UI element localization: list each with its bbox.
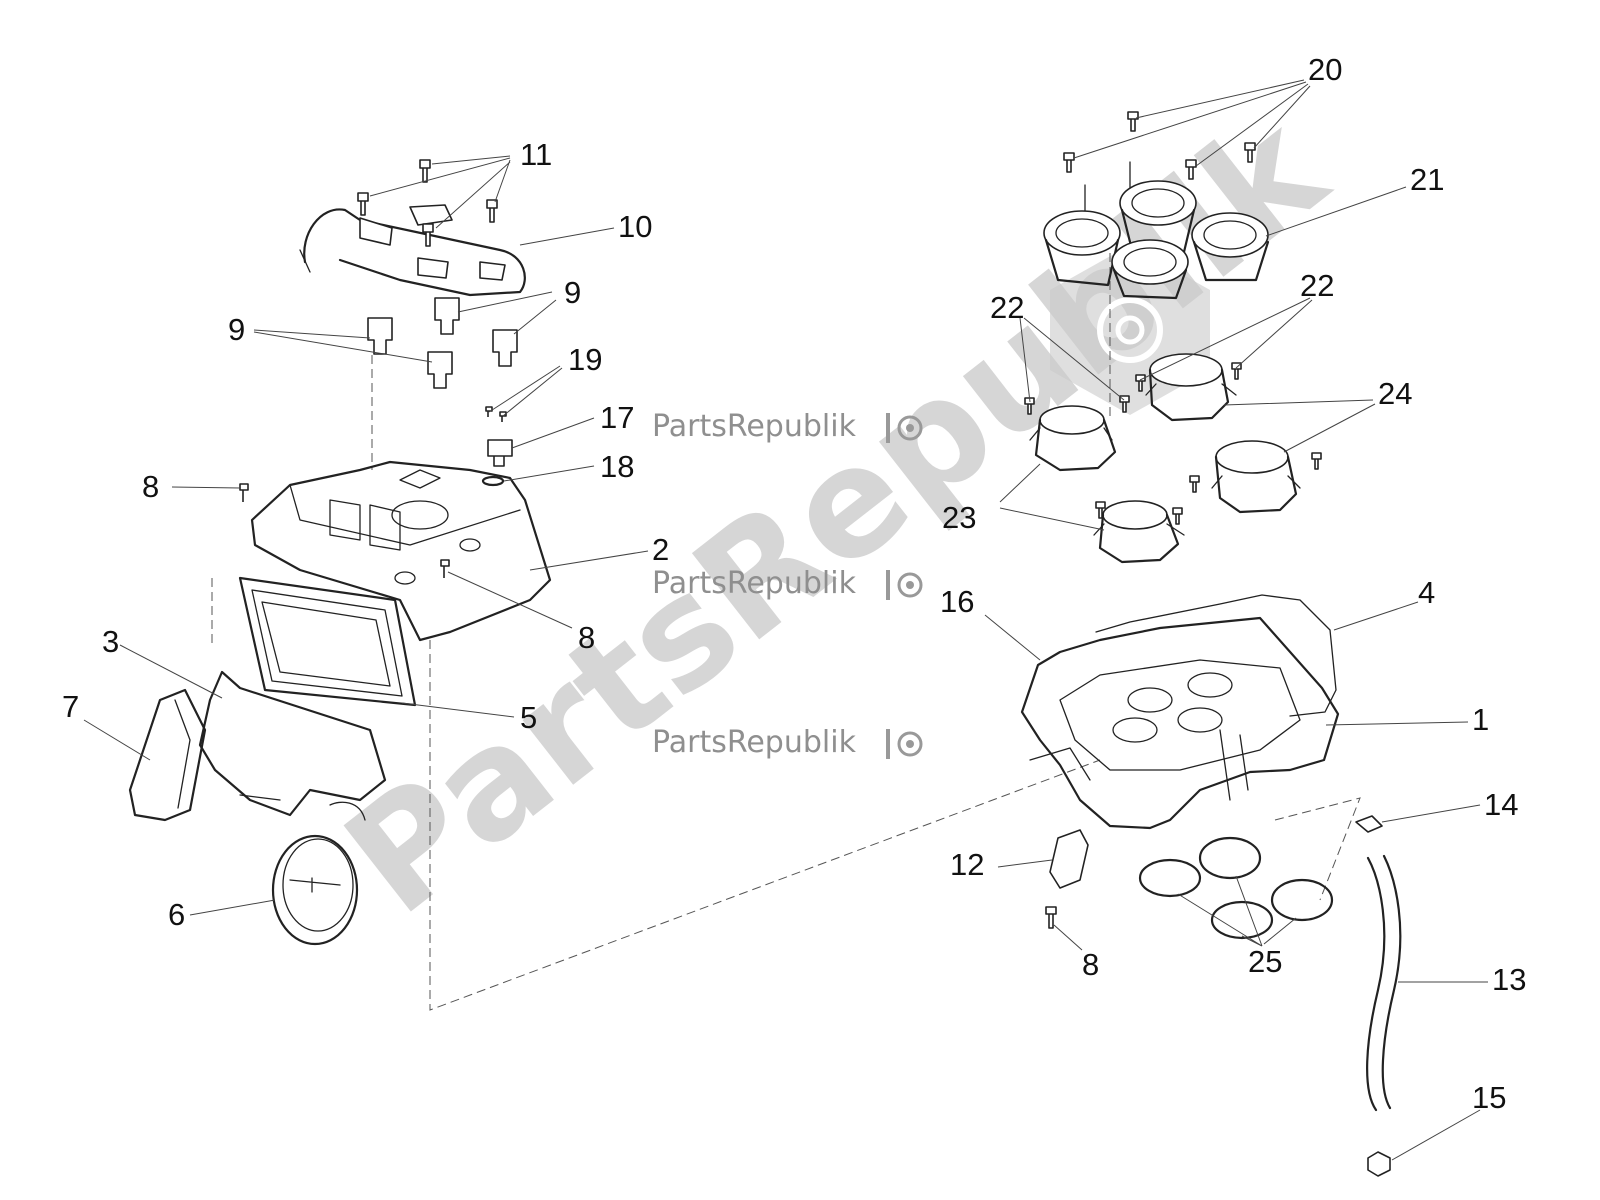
callout-20: 20 bbox=[1308, 52, 1342, 87]
assembly-dashed-lines bbox=[211, 225, 1361, 1011]
callout-18: 18 bbox=[600, 449, 634, 484]
callout-6: 6 bbox=[168, 897, 185, 932]
callout-2: 2 bbox=[652, 532, 669, 567]
lower-airbox bbox=[1020, 594, 1340, 830]
callout-17: 17 bbox=[600, 400, 634, 435]
intake-funnel-23-lower bbox=[1093, 500, 1185, 564]
callout-23: 23 bbox=[942, 500, 976, 535]
velocity-stack-plate bbox=[1043, 161, 1270, 300]
callout-12: 12 bbox=[950, 847, 984, 882]
callout-25: 25 bbox=[1248, 944, 1282, 979]
airbox-cover bbox=[250, 460, 552, 642]
callout-8-right: 8 bbox=[1082, 947, 1099, 982]
callout-21: 21 bbox=[1410, 162, 1444, 197]
callout-13: 13 bbox=[1492, 962, 1526, 997]
callout-15: 15 bbox=[1472, 1080, 1506, 1115]
watermark-flag-icon bbox=[886, 413, 923, 443]
intake-funnel-24-lower bbox=[1211, 440, 1301, 514]
callout-16: 16 bbox=[940, 584, 974, 619]
watermark-flag-icon bbox=[886, 570, 923, 600]
callout-9-left: 9 bbox=[228, 312, 245, 347]
intake-duct bbox=[198, 670, 387, 821]
screws-20 bbox=[1063, 111, 1256, 180]
intake-funnel-24-upper bbox=[1145, 353, 1237, 422]
watermark-flag-icon bbox=[886, 729, 923, 759]
callout-4: 4 bbox=[1418, 575, 1435, 610]
watermark-label: PartsRepublik bbox=[652, 725, 857, 760]
injectors-9 bbox=[367, 297, 518, 389]
intake-funnel-23-upper bbox=[1029, 405, 1117, 472]
watermark-row-2: PartsRepublik bbox=[652, 566, 923, 601]
callout-3: 3 bbox=[102, 624, 119, 659]
o-rings-25 bbox=[1138, 836, 1334, 940]
callout-22-left: 22 bbox=[990, 290, 1024, 325]
callout-labels: 11 10 9 9 19 17 18 8 2 8 3 5 7 6 20 21 2… bbox=[62, 52, 1526, 1115]
leader-lines bbox=[83, 79, 1488, 1161]
fuel-rail bbox=[299, 204, 526, 297]
callout-5: 5 bbox=[520, 700, 537, 735]
bracket-12 bbox=[1045, 829, 1089, 929]
callout-11: 11 bbox=[520, 137, 552, 172]
hose-clamp bbox=[271, 834, 359, 946]
watermark-big-text: PartsRepublik bbox=[315, 81, 1357, 949]
screws-22 bbox=[1024, 362, 1322, 525]
callout-8-middle: 8 bbox=[578, 620, 595, 655]
watermark-label: PartsRepublik bbox=[652, 566, 857, 601]
watermark-diagonal: PartsRepublik bbox=[315, 81, 1357, 949]
callout-24: 24 bbox=[1378, 376, 1412, 411]
sensor-parts bbox=[239, 406, 513, 578]
callout-22-right: 22 bbox=[1300, 268, 1334, 303]
screws-11 bbox=[357, 159, 498, 247]
rubber-boot bbox=[128, 688, 207, 822]
callout-19: 19 bbox=[568, 342, 602, 377]
callout-8-left: 8 bbox=[142, 469, 159, 504]
watermark-row-1: PartsRepublik bbox=[652, 409, 923, 444]
watermark-label: PartsRepublik bbox=[652, 409, 857, 444]
callout-9-right: 9 bbox=[564, 275, 581, 310]
drain-hose bbox=[1355, 815, 1402, 1177]
watermark-row-3: PartsRepublik bbox=[652, 725, 923, 760]
callout-7: 7 bbox=[62, 689, 79, 724]
callout-14: 14 bbox=[1484, 787, 1518, 822]
callout-10: 10 bbox=[618, 209, 652, 244]
callout-1: 1 bbox=[1472, 702, 1489, 737]
